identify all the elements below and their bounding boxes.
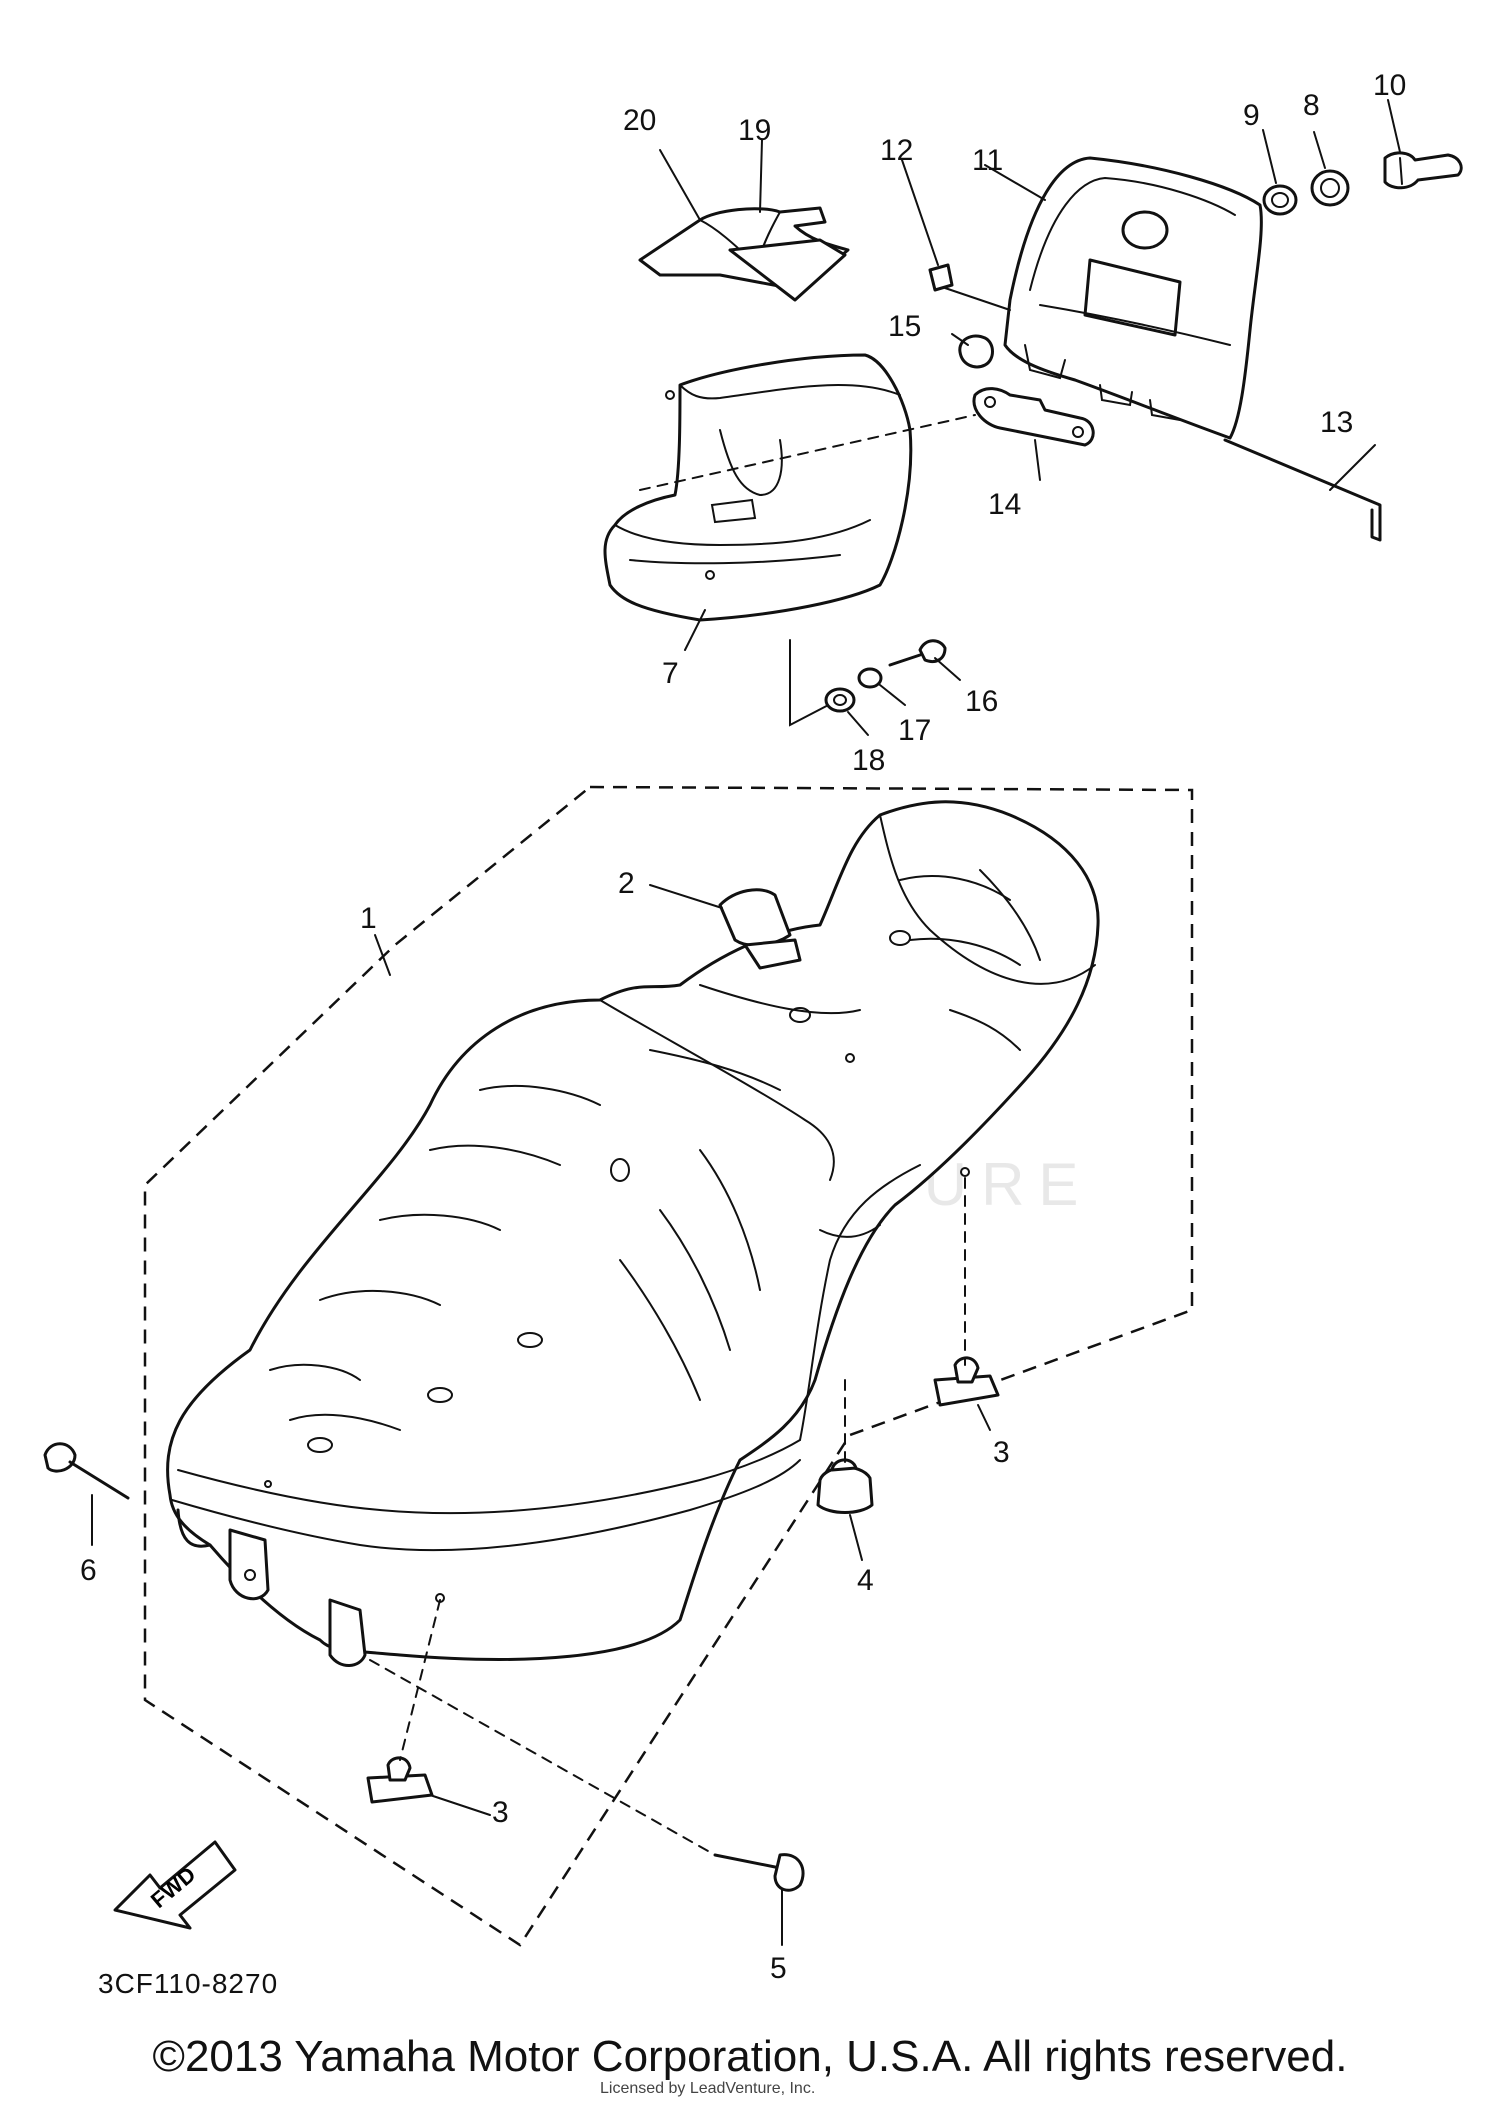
callout-8: 8	[1303, 89, 1320, 122]
callout-7: 7	[662, 657, 679, 690]
lid-clip	[928, 263, 954, 292]
copyright-notice: ©2013 Yamaha Motor Corporation, U.S.A. A…	[152, 2032, 1348, 2081]
callout-4: 4	[857, 1564, 874, 1597]
seat-front-hook	[228, 1528, 270, 1601]
callout-17: 17	[898, 714, 931, 747]
callout-3-front: 3	[492, 1796, 509, 1829]
strap-and-bag	[638, 206, 850, 302]
cap-nut	[958, 334, 994, 369]
bolt-16	[888, 639, 947, 667]
callout-12: 12	[880, 134, 913, 167]
lid-stay-bracket	[972, 387, 1095, 447]
seat-body	[166, 800, 1100, 1661]
callout-14: 14	[988, 488, 1021, 521]
lid-hinge-rod	[1223, 438, 1382, 542]
diagram-code: 3CF110-8270	[98, 1968, 279, 1999]
seat-tuft-buttons	[264, 930, 970, 1603]
rear-compartment-lid	[1003, 156, 1263, 440]
washer	[1262, 184, 1298, 216]
bolt-6	[43, 1442, 130, 1500]
callout-18: 18	[852, 744, 885, 777]
tool-case	[603, 353, 913, 622]
bolt-5	[713, 1853, 805, 1892]
seat-strap	[718, 888, 792, 947]
seat-rear-hook	[328, 1598, 367, 1667]
callout-19: 19	[738, 114, 771, 147]
forward-arrow: FWD	[113, 1840, 237, 1930]
washer-17	[857, 667, 883, 689]
callout-6: 6	[80, 1554, 97, 1587]
callout-5: 5	[770, 1952, 787, 1985]
callout-16: 16	[965, 685, 998, 718]
callout-13: 13	[1320, 406, 1353, 439]
lid-lock-hole	[1121, 210, 1169, 250]
washer-18	[824, 687, 856, 713]
reseller-note: Licensed by LeadVenture, Inc.	[600, 2080, 816, 2097]
seat-assembly	[166, 800, 1100, 1667]
callout-3-rear: 3	[993, 1436, 1010, 1469]
callout-10: 10	[1373, 69, 1406, 102]
callout-2: 2	[618, 867, 635, 900]
seat-bracket-3-rear	[933, 1356, 1000, 1407]
rubber-damper-4	[816, 1458, 874, 1514]
callout-9: 9	[1243, 99, 1260, 132]
assembly-boundary	[143, 785, 1194, 1947]
seat-bracket-3-front	[366, 1756, 434, 1804]
callout-1: 1	[360, 902, 377, 935]
callout-15: 15	[888, 310, 921, 343]
lock-nut	[1310, 169, 1350, 207]
lock-cylinder-and-key	[1383, 151, 1463, 190]
callout-20: 20	[623, 104, 656, 137]
callout-11: 11	[972, 144, 1003, 177]
